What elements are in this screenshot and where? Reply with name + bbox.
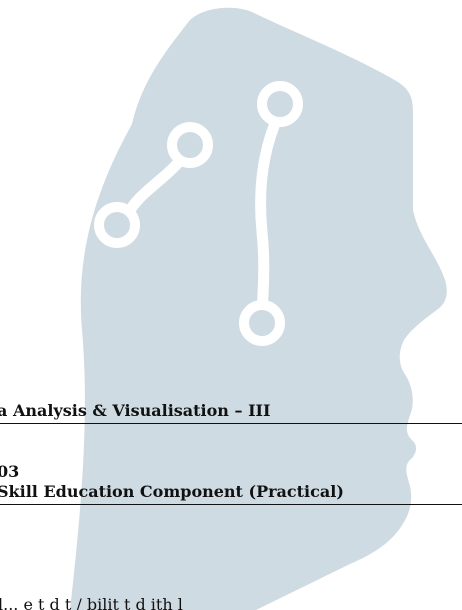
title-underline [0,423,462,424]
partial-body-line: l... e t d t / bilit t d ith l [0,595,183,610]
course-code: 03 [0,462,20,481]
component-underline [0,504,462,505]
component-title: Skill Education Component (Practical) [0,482,344,501]
subject-title: a Analysis & Visualisation – III [0,401,271,420]
